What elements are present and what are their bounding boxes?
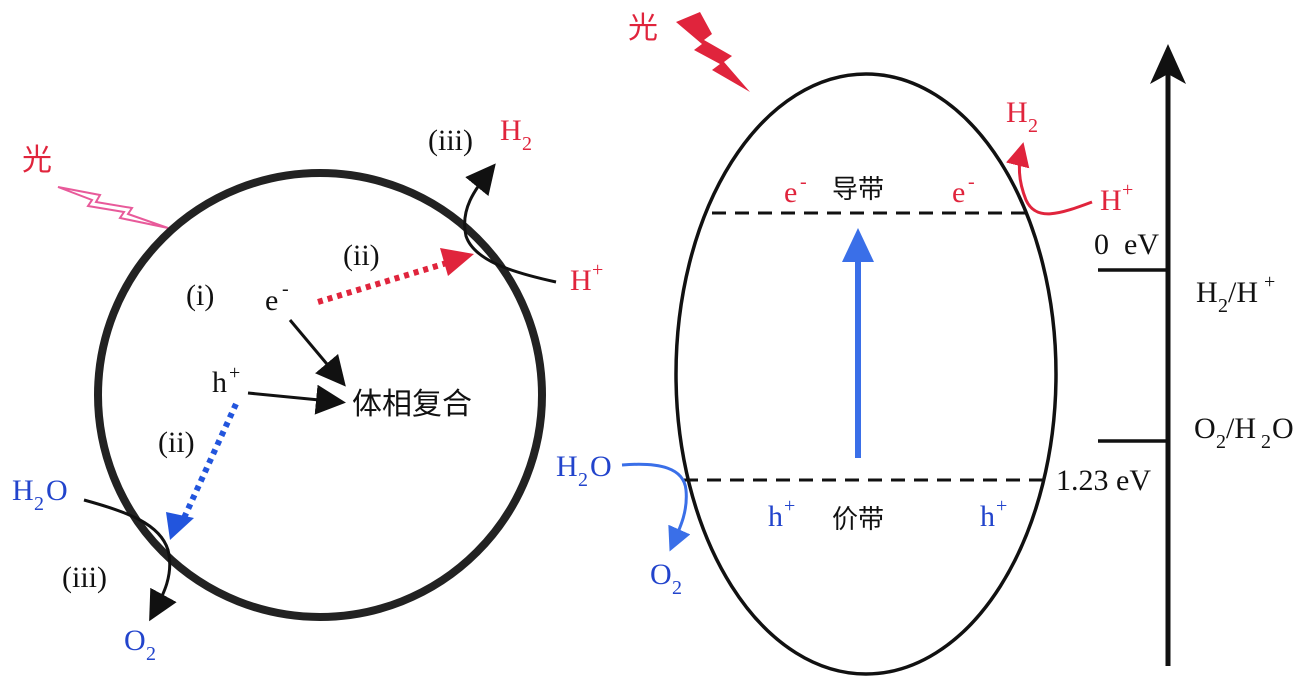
svg-text:+: + [996, 495, 1007, 517]
svg-text:/H: /H [1226, 412, 1256, 445]
conduction-band-label: 导带 [832, 175, 884, 205]
left-h2-label: H 2 [500, 114, 532, 155]
left-particle [94, 169, 546, 621]
left-hplus-curve [463, 163, 557, 284]
svg-text:2: 2 [34, 493, 44, 515]
svg-text:+: + [1264, 271, 1275, 293]
left-light-label: 光 [22, 143, 52, 178]
svg-text:h: h [980, 500, 995, 533]
right-particle [674, 72, 1058, 676]
svg-text:h: h [768, 500, 783, 533]
svg-text:2: 2 [1028, 115, 1038, 137]
energy-axis-arrowhead [1150, 44, 1186, 84]
svg-text:h: h [212, 366, 227, 399]
right-lightning-icon [676, 12, 750, 92]
svg-text:+: + [784, 495, 795, 517]
excitation-arrowhead [842, 228, 874, 262]
right-electron-right-label: e - [952, 171, 975, 209]
left-electron-label: e - [265, 278, 289, 317]
svg-text:H: H [1006, 96, 1028, 129]
svg-text:+: + [1122, 179, 1133, 201]
h2-hplus-couple-label: H 2 /H + [1196, 271, 1275, 317]
svg-text:H: H [556, 450, 578, 483]
svg-text:2: 2 [672, 577, 682, 599]
svg-text:e: e [952, 176, 965, 209]
right-h2o-curve [621, 462, 691, 552]
o2-h2o-couple-label: O 2 /H 2 O [1194, 412, 1294, 453]
svg-text:H: H [570, 264, 592, 297]
left-h2o-label: H 2 O [12, 474, 68, 515]
svg-text:O: O [1194, 412, 1216, 445]
right-electron-left-label: e - [784, 171, 807, 209]
svg-text:/H: /H [1228, 276, 1258, 309]
svg-text:O: O [1272, 412, 1294, 445]
svg-text:2: 2 [578, 469, 588, 491]
right-h2o-label: H 2 O [556, 450, 612, 491]
svg-text:2: 2 [1261, 431, 1271, 453]
right-hole-right-label: h + [980, 495, 1007, 533]
svg-text:O: O [46, 474, 68, 507]
svg-text:-: - [968, 171, 975, 193]
hole-recombination-arrow [247, 384, 346, 415]
svg-text:e: e [784, 176, 797, 209]
right-hole-left-label: h + [768, 495, 795, 533]
svg-text:H: H [1196, 276, 1218, 309]
svg-text:2: 2 [146, 643, 156, 665]
stage-ii-top-label: (ii) [343, 239, 380, 272]
left-hplus-label: H + [570, 259, 603, 297]
svg-text:2: 2 [1218, 295, 1228, 317]
svg-text:-: - [800, 171, 807, 193]
right-panel: 光 导带 价带 e - e - h + h + [556, 11, 1133, 676]
right-h2-label: H 2 [1006, 96, 1038, 137]
left-o2-label: O 2 [124, 624, 156, 665]
left-h2o-curve [83, 498, 177, 622]
svg-text:H: H [1100, 184, 1122, 217]
svg-text:+: + [229, 362, 240, 384]
electron-migration-arrowhead [440, 248, 474, 276]
stage-iii-top-label: (iii) [428, 124, 473, 157]
valence-band-label: 价带 [832, 505, 884, 535]
svg-text:2: 2 [1216, 431, 1226, 453]
svg-text:H: H [12, 474, 34, 507]
svg-text:-: - [282, 278, 289, 300]
ev-123-label: 1.23 eV [1056, 464, 1151, 497]
stage-i-label: (i) [186, 279, 214, 312]
svg-text:O: O [590, 450, 612, 483]
svg-text:O: O [124, 624, 146, 657]
zero-ev-label: 0 eV [1094, 228, 1159, 261]
electron-recombination-arrow [288, 319, 346, 387]
right-o2-label: O 2 [650, 558, 682, 599]
electron-migration-arrow [317, 259, 451, 305]
left-hole-label: h + [212, 362, 240, 399]
svg-text:O: O [650, 558, 672, 591]
recombination-label: 体相复合 [352, 387, 472, 422]
svg-text:+: + [592, 259, 603, 281]
right-hplus-curve [1005, 142, 1093, 216]
left-lightning-icon [57, 186, 169, 229]
svg-text:e: e [265, 284, 278, 317]
energy-scale: 0 eV 1.23 eV H 2 /H + O 2 /H 2 O [1056, 44, 1294, 666]
right-light-label: 光 [628, 11, 658, 46]
svg-text:H: H [500, 114, 522, 147]
hole-migration-arrow [181, 402, 239, 520]
stage-iii-bottom-label: (iii) [62, 561, 107, 594]
stage-ii-bottom-label: (ii) [158, 426, 195, 459]
left-panel: 光 (i) e - h + 体相复合 (ii) (iii) H 2 [12, 114, 603, 665]
hole-migration-arrowhead [166, 512, 194, 540]
svg-text:2: 2 [522, 133, 532, 155]
right-hplus-label: H + [1100, 179, 1133, 217]
